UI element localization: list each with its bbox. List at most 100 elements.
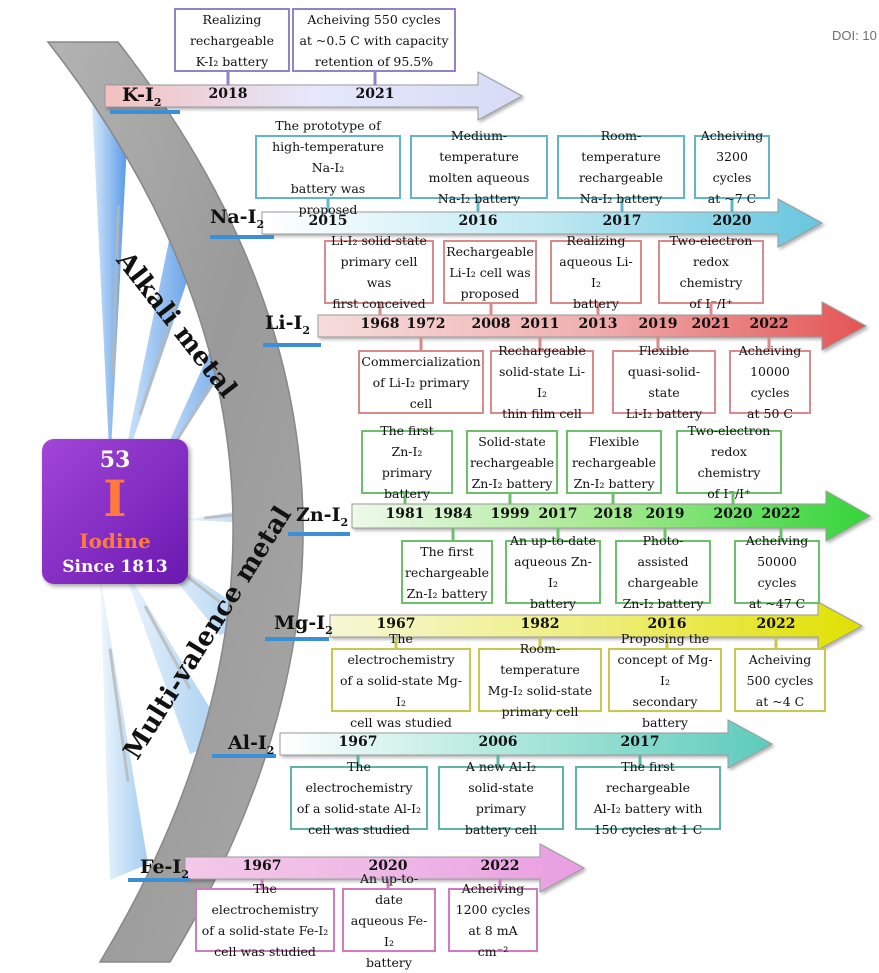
zn-milestone-top: Flexible rechargeable Zn-I₂ battery (566, 430, 662, 494)
mg-i2-label: Mg-I2 (274, 612, 333, 637)
ray-arrow-icon (172, 375, 218, 447)
na-milestone-top: The prototype of high-temperature Na-I₂ … (255, 118, 401, 217)
label-subscript: 2 (340, 515, 349, 529)
iodine-element-tile: 53 I Iodine Since 1813 (42, 439, 188, 584)
na-milestone-top: Acheiving 3200 cycles at ~7 C (694, 128, 770, 206)
li-milestone-bottom: Flexible quasi-solid-state Li-I₂ battery (612, 343, 716, 421)
na-milestone-top: Room-temperature rechargeable Na-I₂ batt… (557, 128, 685, 206)
k-year-2021: 2021 (355, 86, 395, 102)
na-i2-label: Na-I2 (210, 206, 264, 231)
ray-arrow-icon (143, 605, 192, 690)
li-milestone-bottom: Acheiving 10000 cycles at 50 C (729, 343, 811, 421)
al-milestone-bottom: The electrochemistry of a solid-state Al… (290, 759, 428, 837)
li-milestone-top: Two-electron redox chemistry of I⁻/I⁺ (658, 233, 764, 311)
zn-i2-label: Zn-I2 (296, 504, 348, 529)
element-name: Iodine (79, 529, 151, 553)
label-main: K-I (122, 84, 154, 106)
label-subscript: 2 (153, 95, 162, 109)
fe-timeline-arrow (184, 843, 586, 893)
doi-text: DOI: 10 (832, 28, 877, 43)
zn-year-1984: 1984 (433, 506, 473, 522)
na-year-2016: 2016 (458, 213, 498, 229)
zn-year-2022: 2022 (761, 506, 801, 522)
discovery-year: Since 1813 (62, 557, 168, 577)
li-milestone-bottom: Rechargeable solid-state Li-I₂ thin film… (490, 343, 594, 421)
al-i2-label: Al-I2 (228, 732, 274, 757)
li-year-2019: 2019 (638, 316, 678, 332)
mg-milestone-bottom: The electrochemistry of a solid-state Mg… (331, 631, 471, 730)
li-year-2021: 2021 (691, 316, 731, 332)
fe-milestone-bottom: An up-to-date aqueous Fe-I₂ battery (342, 871, 436, 970)
zn-milestone-top: The first Zn-I₂ primary battery (361, 423, 453, 501)
na-milestone-top: Medium-temperature molten aqueous Na-I₂ … (410, 128, 548, 206)
fe-year-2022: 2022 (480, 858, 520, 874)
arc-band (46, 41, 304, 963)
atomic-number: 53 (99, 447, 131, 473)
li-year-2008: 2008 (471, 316, 511, 332)
k-timeline-arrow (104, 71, 524, 121)
k-milestone-top: Acheiving 550 cycles at ~0.5 C with capa… (292, 8, 456, 72)
li-milestone-top: Realizing aqueous Li-I₂ battery (550, 233, 642, 311)
mg-timeline-arrow (329, 601, 864, 651)
zn-label-underline (288, 532, 350, 536)
li-year-2011: 2011 (520, 316, 560, 332)
li-year-2022: 2022 (749, 316, 789, 332)
zn-year-1999: 1999 (490, 506, 530, 522)
label-main: Al-I (228, 732, 267, 754)
li-milestone-bottom: Commercialization of Li-I₂ primary cell (358, 350, 484, 414)
label-main: Zn-I (296, 504, 341, 526)
ray-arrow-icon (108, 648, 130, 782)
na-timeline-arrow (261, 198, 824, 248)
mg-label-underline (265, 637, 329, 641)
zn-year-2018: 2018 (593, 506, 633, 522)
zn-milestone-bottom: The first rechargeable Zn-I₂ battery (401, 540, 493, 604)
zn-milestone-bottom: An up-to-date aqueous Zn-I₂ battery (505, 533, 601, 611)
label-main: Fe-I (140, 856, 182, 878)
zn-year-2017: 2017 (538, 506, 578, 522)
al-milestone-bottom: The first rechargeable Al-I₂ battery wit… (575, 759, 721, 837)
label-subscript: 2 (302, 323, 311, 337)
li-year-1968: 1968 (360, 316, 400, 332)
fe-i2-label: Fe-I2 (140, 856, 189, 881)
label-subscript: 2 (266, 743, 275, 757)
li-milestone-top: Rechargeable Li-I₂ cell was proposed (443, 240, 537, 304)
ray-arrow-icon (138, 301, 178, 416)
li-label-underline (263, 343, 321, 347)
li-i2-label: Li-I2 (265, 312, 310, 337)
element-symbol: I (103, 469, 127, 528)
label-subscript: 2 (256, 217, 265, 231)
mg-year-2022: 2022 (756, 616, 796, 632)
label-main: Mg-I (274, 612, 326, 634)
connector-ray (92, 86, 130, 470)
ray-arrow-icon (111, 205, 120, 376)
al-year-2006: 2006 (478, 734, 518, 750)
mg-year-1967: 1967 (376, 616, 416, 632)
connector-ray (100, 575, 148, 880)
mg-milestone-bottom: Room-temperature Mg-I₂ solid-state prima… (478, 641, 602, 719)
label-subscript: 2 (325, 623, 333, 637)
mg-year-2016: 2016 (647, 616, 687, 632)
label-main: Li-I (265, 312, 303, 334)
al-timeline-arrow (279, 719, 774, 769)
label-main: Na-I (210, 206, 257, 228)
k-label-underline (110, 110, 180, 114)
mg-milestone-bottom: Acheiving 500 cycles at ~4 C (734, 648, 826, 712)
al-year-1967: 1967 (338, 734, 378, 750)
k-i2-label: K-I2 (122, 84, 162, 109)
li-milestone-top: Li-I₂ solid-state primary cell was first… (324, 233, 434, 311)
mg-year-1982: 1982 (520, 616, 560, 632)
al-year-2017: 2017 (620, 734, 660, 750)
na-label-underline (210, 235, 274, 239)
li-timeline-arrow (317, 301, 868, 351)
zn-year-2020: 2020 (713, 506, 753, 522)
fe-label-underline (128, 878, 190, 882)
al-label-underline (212, 754, 276, 758)
label-subscript: 2 (181, 867, 189, 881)
fe-milestone-bottom: Acheiving 1200 cycles at 8 mA cm⁻² (448, 881, 538, 959)
k-milestone-top: Realizing rechargeable K-I₂ battery (174, 8, 290, 72)
zn-milestone-top: Solid-state rechargeable Zn-I₂ battery (466, 430, 558, 494)
li-year-2013: 2013 (578, 316, 618, 332)
fe-year-1967: 1967 (242, 858, 282, 874)
